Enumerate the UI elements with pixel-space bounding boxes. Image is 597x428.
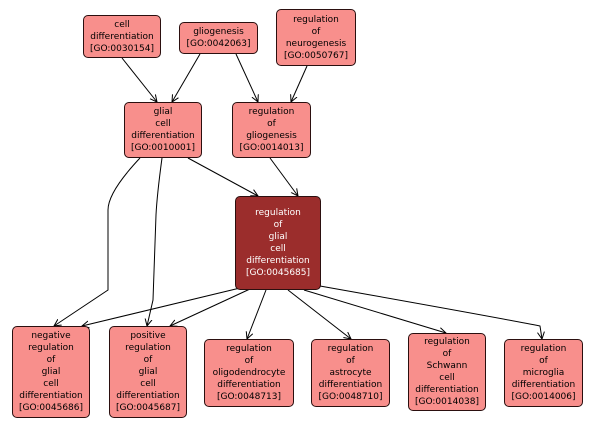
node-label-line: positive (130, 331, 166, 341)
node-label-line: of (143, 355, 153, 365)
edge-reg-glial-diff-to-reg-oligo (247, 289, 267, 339)
node-label-line: differentiation (318, 380, 383, 390)
node-label-line: regulation (327, 344, 374, 354)
node-label-line: gliogenesis (193, 27, 244, 37)
node-label-line: regulation (520, 344, 567, 354)
node-label-line: differentiation (131, 131, 195, 141)
node-label-line: regulation (255, 208, 301, 218)
node-label-line: microglia (522, 368, 565, 378)
node-label-line: astrocyte (329, 368, 372, 378)
node-label-line: glial (138, 367, 158, 377)
node-label-line: cell (270, 244, 286, 254)
node-label-line: [GO:0050767] (283, 50, 349, 61)
edge-glial-diff-to-reg-glial-diff (187, 157, 258, 196)
node-label-line: of (244, 356, 254, 366)
node-regulation-of-microglia-differentiation[interactable]: regulation of microglia differentiation [GO:… (504, 339, 583, 407)
node-label-line: regulation (226, 344, 272, 354)
node-label-line: glial (153, 107, 173, 117)
node-label-line: [GO:0010001] (130, 143, 196, 153)
node-label-line: [GO:0045686] (18, 403, 84, 413)
node-label-line: [GO:0048710] (318, 392, 383, 402)
edge-reg-glial-diff-to-reg-micro (319, 285, 542, 339)
node-label-line: cell (155, 119, 171, 129)
node-label-line: cell (140, 379, 156, 389)
node-label-line: of (442, 349, 452, 359)
node-label-line: regulation (125, 343, 171, 353)
node-label-line: neurogenesis (285, 38, 347, 49)
node-regulation-of-glial-cell-differentiation[interactable]: regulation of glial cell differentiation [GO:… (235, 196, 321, 290)
node-label-line: differentiation (415, 385, 479, 395)
edge-reg-glial-diff-to-reg-astro (287, 289, 351, 339)
node-label-line: of (273, 220, 283, 230)
node-label-line: regulation (424, 337, 470, 347)
edge-cell-diff-to-glial-diff (121, 57, 157, 102)
node-label-line: of (46, 355, 56, 365)
node-label-line: differentiation (19, 391, 83, 401)
edge-gliogenesis-to-glial-diff (172, 53, 201, 102)
edge-glial-diff-to-neg-reg (54, 157, 141, 326)
node-label-line: oligodendrocyte (212, 368, 286, 378)
node-regulation-of-gliogenesis[interactable]: regulation of gliogenesis [GO:0014013] (232, 102, 311, 158)
edge-reg-neuro-to-reg-glio (291, 65, 308, 102)
edge-glial-diff-to-pos-reg (147, 157, 163, 326)
node-glial-cell-differentiation[interactable]: glial cell differentiation [GO:0010001] (124, 102, 202, 158)
node-label-line: cell (114, 19, 130, 30)
edge-gliogenesis-to-reg-glio (235, 53, 258, 102)
node-label-line: cell (439, 373, 455, 383)
node-label-line: [GO:0014006] (511, 392, 576, 402)
node-label-line: [GO:0030154] (89, 43, 155, 54)
node-label-line: gliogenesis (246, 131, 297, 141)
node-label-line: regulation (28, 343, 74, 353)
node-label-line: [GO:0042063] (186, 39, 251, 49)
node-label-line: differentiation (246, 256, 310, 266)
node-label-line: differentiation (116, 391, 180, 401)
node-negative-regulation-of-glial-cell-differentiation[interactable]: negative regulation of glial cell differentia… (12, 326, 90, 418)
node-label-line: regulation (293, 14, 339, 25)
node-label-line: differentiation (511, 380, 576, 390)
node-label-line: differentiation (90, 31, 154, 42)
edge-reg-glial-diff-to-pos-reg (170, 288, 251, 326)
node-gliogenesis[interactable]: gliogenesis [GO:0042063] (179, 22, 258, 54)
node-label-line: differentiation (217, 380, 281, 390)
node-label-line: glial (268, 232, 288, 242)
edge-reg-glio-to-reg-glial-diff (269, 157, 298, 196)
node-label-line: glial (41, 367, 61, 377)
node-regulation-of-astrocyte-differentiation[interactable]: regulation of astrocyte differentiation [GO:… (311, 339, 390, 407)
node-label-line: Schwann (426, 361, 468, 371)
node-label-line: [GO:0014038] (414, 397, 480, 407)
node-label-line: of (346, 356, 355, 366)
node-positive-regulation-of-glial-cell-differentiation[interactable]: positive regulation of glial cell differentia… (109, 326, 187, 418)
edge-reg-glial-diff-to-reg-schwann (303, 289, 446, 333)
node-label-line: cell (43, 379, 59, 389)
node-label-line: of (267, 119, 276, 129)
node-label-line: [GO:0048713] (216, 392, 282, 402)
node-label-line: [GO:0045687] (115, 403, 181, 413)
node-label-line: regulation (248, 107, 295, 117)
node-label-line: of (539, 356, 548, 366)
node-label-line: of (311, 26, 321, 37)
node-regulation-of-oligodendrocyte-differentiation[interactable]: regulation of oligodendrocyte differentiati… (204, 339, 294, 407)
node-label-line: [GO:0014013] (239, 143, 304, 153)
node-label-line: [GO:0045685] (245, 268, 311, 278)
edge-reg-glial-diff-to-neg-reg (82, 287, 241, 326)
node-label-line: negative (31, 331, 71, 341)
